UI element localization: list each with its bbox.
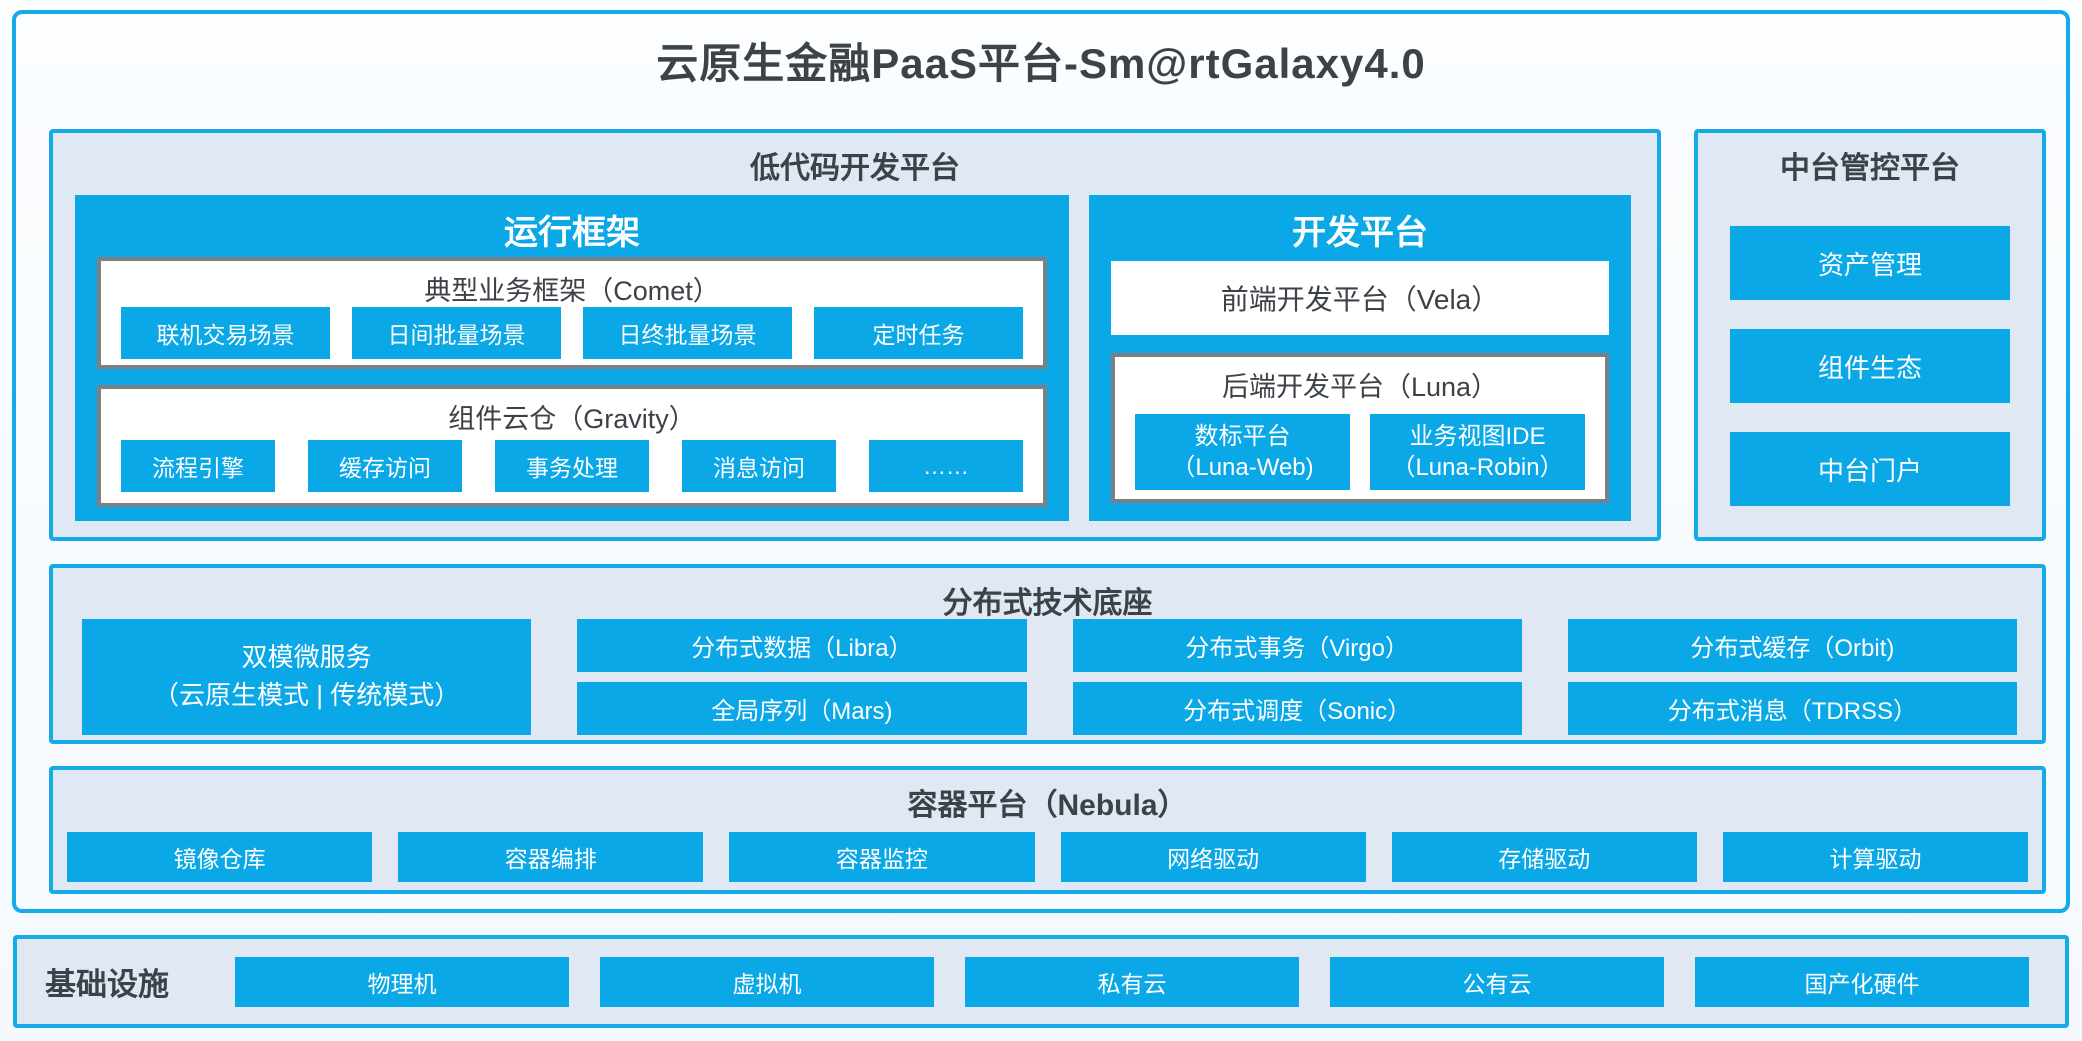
- luna-block-name: 业务视图IDE: [1409, 422, 1546, 450]
- distributed-block: 分布式调度（Sonic）: [1072, 682, 1522, 735]
- gravity-box: 组件云仓（Gravity） 流程引擎 缓存访问 事务处理 消息访问 ……: [97, 385, 1047, 507]
- luna-block-sub: （Luna-Web): [1171, 454, 1314, 481]
- panel-lowcode: 低代码开发平台 运行框架 典型业务框架（Comet） 联机交易场景 日间批量场景…: [49, 129, 1661, 541]
- comet-block: 日间批量场景: [352, 307, 561, 359]
- comet-block: 联机交易场景: [121, 307, 330, 359]
- gravity-block: 缓存访问: [308, 440, 462, 492]
- panel-lowcode-header: 低代码开发平台: [750, 152, 960, 185]
- dual-microservice-block: 双模微服务 （云原生模式 | 传统模式）: [82, 619, 532, 735]
- gravity-chips: 流程引擎 缓存访问 事务处理 消息访问 ……: [121, 440, 1023, 492]
- mgmt-block: 组件生态: [1730, 329, 2010, 403]
- distributed-block: 分布式数据（Libra）: [577, 619, 1027, 672]
- gravity-block: 消息访问: [682, 440, 836, 492]
- panel-mgmt: 中台管控平台 资产管理 组件生态 中台门户: [1694, 129, 2046, 541]
- infrastructure-block: 物理机: [235, 956, 569, 1007]
- infrastructure-blocks: 物理机 虚拟机 私有云 公有云 国产化硬件: [235, 956, 2029, 1007]
- infrastructure-block: 私有云: [965, 956, 1299, 1007]
- panel-distributed: 分布式技术底座 双模微服务 （云原生模式 | 传统模式） 分布式数据（Libra…: [49, 564, 2046, 744]
- runtime-framework-title: 运行框架: [504, 214, 640, 252]
- luna-block-sub: （Luna-Robin）: [1391, 454, 1564, 481]
- infrastructure-block: 虚拟机: [600, 956, 934, 1007]
- panel-lowcode-body: 运行框架 典型业务框架（Comet） 联机交易场景 日间批量场景 日终批量场景 …: [75, 195, 1631, 521]
- distributed-column: 分布式缓存（Orbit) 分布式消息（TDRSS）: [1567, 619, 2017, 735]
- infrastructure-label: 基础设施: [45, 967, 169, 1002]
- page-title: 云原生金融PaaS平台-Sm@rtGalaxy4.0: [656, 40, 1426, 87]
- comet-title: 典型业务框架（Comet）: [424, 276, 720, 306]
- container-block: 容器编排: [398, 832, 704, 882]
- gravity-block: 流程引擎: [121, 440, 275, 492]
- infrastructure-block: 国产化硬件: [1695, 956, 2029, 1007]
- distributed-column: 分布式事务（Virgo） 分布式调度（Sonic）: [1072, 619, 1522, 735]
- mgmt-blocks: 资产管理 组件生态 中台门户: [1730, 226, 2010, 506]
- panel-infrastructure: 基础设施 物理机 虚拟机 私有云 公有云 国产化硬件: [13, 935, 2069, 1028]
- distributed-column: 分布式数据（Libra） 全局序列（Mars): [577, 619, 1027, 735]
- gravity-block: 事务处理: [495, 440, 649, 492]
- comet-block: 日终批量场景: [583, 307, 792, 359]
- distributed-body: 双模微服务 （云原生模式 | 传统模式） 分布式数据（Libra） 全局序列（M…: [82, 619, 2017, 735]
- distributed-block: 分布式消息（TDRSS）: [1567, 682, 2017, 735]
- comet-chips: 联机交易场景 日间批量场景 日终批量场景 定时任务: [121, 307, 1023, 359]
- luna-block: 数标平台 （Luna-Web): [1135, 414, 1350, 490]
- distributed-block: 全局序列（Mars): [577, 682, 1027, 735]
- luna-title: 后端开发平台（Luna）: [1221, 372, 1499, 402]
- gravity-title: 组件云仓（Gravity）: [448, 404, 696, 434]
- panel-distributed-header: 分布式技术底座: [942, 587, 1153, 620]
- mgmt-block: 中台门户: [1730, 432, 2010, 506]
- mgmt-block: 资产管理: [1730, 226, 2010, 300]
- luna-box: 后端开发平台（Luna） 数标平台 （Luna-Web) 业务视图IDE （Lu…: [1111, 353, 1609, 503]
- comet-block: 定时任务: [814, 307, 1023, 359]
- dev-platform-title: 开发平台: [1292, 214, 1428, 252]
- container-block: 网络驱动: [1060, 832, 1366, 882]
- container-block: 容器监控: [729, 832, 1035, 882]
- panel-container-header: 容器平台（Nebula）: [907, 789, 1188, 822]
- dual-microservice-line2: （云原生模式 | 传统模式）: [153, 680, 461, 710]
- gravity-block: ……: [869, 440, 1023, 492]
- container-blocks: 镜像仓库 容器编排 容器监控 网络驱动 存储驱动 计算驱动: [67, 832, 2029, 882]
- vela-box: 前端开发平台（Vela）: [1111, 261, 1609, 335]
- comet-box: 典型业务框架（Comet） 联机交易场景 日间批量场景 日终批量场景 定时任务: [97, 257, 1047, 369]
- luna-block: 业务视图IDE （Luna-Robin）: [1370, 414, 1585, 490]
- outer-border: 云原生金融PaaS平台-Sm@rtGalaxy4.0 低代码开发平台 运行框架 …: [12, 10, 2070, 913]
- panel-container-platform: 容器平台（Nebula） 镜像仓库 容器编排 容器监控 网络驱动 存储驱动 计算…: [49, 766, 2046, 894]
- dual-microservice-line1: 双模微服务: [241, 642, 372, 673]
- container-block: 存储驱动: [1391, 832, 1697, 882]
- infrastructure-block: 公有云: [1330, 956, 1664, 1007]
- container-block: 计算驱动: [1722, 832, 2029, 882]
- dev-platform-box: 开发平台 前端开发平台（Vela） 后端开发平台（Luna） 数标平台 （Lun…: [1089, 195, 1631, 521]
- luna-block-name: 数标平台: [1194, 422, 1291, 450]
- distributed-block: 分布式缓存（Orbit): [1567, 619, 2017, 672]
- distributed-block: 分布式事务（Virgo）: [1072, 619, 1522, 672]
- container-block: 镜像仓库: [67, 832, 373, 882]
- luna-chips: 数标平台 （Luna-Web) 业务视图IDE （Luna-Robin）: [1135, 414, 1585, 490]
- panel-mgmt-header: 中台管控平台: [1780, 152, 1960, 185]
- runtime-framework-box: 运行框架 典型业务框架（Comet） 联机交易场景 日间批量场景 日终批量场景 …: [75, 195, 1069, 521]
